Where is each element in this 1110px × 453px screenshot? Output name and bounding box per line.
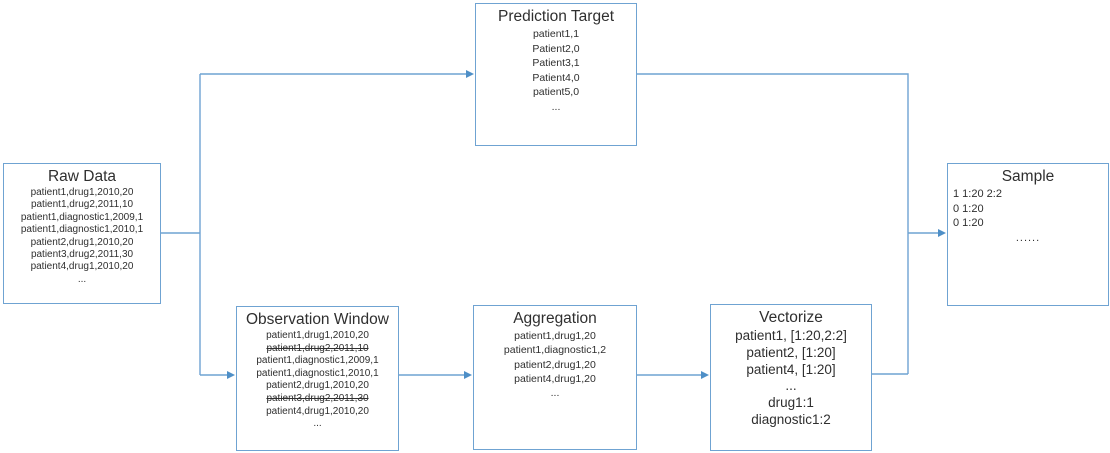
data-line: 0 1:20: [953, 202, 984, 215]
data-line: ...: [551, 100, 561, 113]
data-line: patient1,1: [532, 28, 580, 40]
arrowhead-icon: [938, 229, 946, 237]
data-line: patient1, [1:20,2:2]: [735, 328, 847, 343]
data-line: patient4,drug1,2010,20: [266, 405, 369, 417]
arrowhead-icon: [701, 371, 709, 379]
data-line: patient2,drug1,2010,20: [266, 380, 369, 392]
data-line: ...: [785, 378, 797, 394]
data-line: patient1,diagnostic1,2010,1: [20, 224, 144, 236]
data-line: patient1,diagnostic1,2: [503, 344, 607, 357]
box-title: Observation Window: [245, 311, 389, 328]
data-line: Patient2,0: [532, 42, 580, 55]
box-title: Sample: [1001, 168, 1055, 185]
data-line: ...: [313, 418, 322, 430]
data-line: patient1,drug2,2011,10: [30, 199, 134, 211]
data-line: patient1,drug1,2010,20: [30, 187, 134, 198]
box-title: Vectorize: [759, 309, 823, 326]
vectorize-box: Vectorize patient1, [1:20,2:2]patient2, …: [710, 304, 872, 451]
arrowhead-icon: [227, 371, 235, 379]
data-line: patient3,drug2,2011,30: [30, 249, 134, 261]
data-line: ...: [77, 273, 87, 285]
data-line: patient3,drug2,2011,30: [266, 392, 369, 404]
data-line: patient4, [1:20]: [746, 361, 836, 377]
data-line: Patient4,0: [532, 71, 580, 84]
connector-pt-to-merge: [637, 73, 909, 374]
data-line: patient1,diagnostic1,2010,1: [256, 367, 379, 379]
data-line: drug1:1: [768, 395, 814, 411]
data-line: 0 1:20: [953, 217, 984, 230]
sample-box: Sample 1 1:20 2:2 0 1:20 0 1:20......: [947, 163, 1109, 306]
data-line: patient2,drug1,20: [514, 358, 596, 371]
data-line: patient2, [1:20]: [746, 344, 836, 360]
data-line: patient5,0: [532, 86, 580, 99]
data-line: patient4,drug1,2010,20: [30, 261, 134, 273]
data-line: 1 1:20 2:2: [953, 188, 1002, 200]
arrowhead-icon: [464, 371, 472, 379]
arrowhead-icon: [466, 70, 474, 78]
data-line: patient2,drug1,2010,20: [30, 236, 134, 248]
data-line: Patient3,1: [532, 57, 580, 70]
box-lines: 1 1:20 2:2 0 1:20 0 1:20......: [948, 187, 1108, 245]
data-line: patient1,drug1,20: [514, 330, 596, 342]
data-line: patient1,drug1,2010,20: [266, 330, 369, 341]
data-line: patient1,drug2,2011,10: [266, 342, 369, 354]
data-line: patient1,diagnostic1,2009,1: [256, 355, 379, 367]
box-title: Prediction Target: [497, 8, 615, 25]
data-line: patient1,diagnostic1,2009,1: [20, 211, 144, 223]
data-line: patient4,drug1,20: [514, 372, 596, 385]
box-title: Raw Data: [47, 168, 117, 185]
data-line: ...: [550, 387, 560, 400]
data-line: ......: [1015, 231, 1041, 244]
box-lines: patient1, [1:20,2:2]patient2, [1:20]pati…: [711, 328, 871, 429]
aggregation-box: Aggregation patient1,drug1,20 patient1,di…: [473, 305, 637, 450]
box-title: Aggregation: [513, 310, 597, 327]
data-line: diagnostic1:2: [751, 411, 831, 427]
observation-window-box: Observation Window patient1,drug1,2010,2…: [236, 306, 399, 451]
